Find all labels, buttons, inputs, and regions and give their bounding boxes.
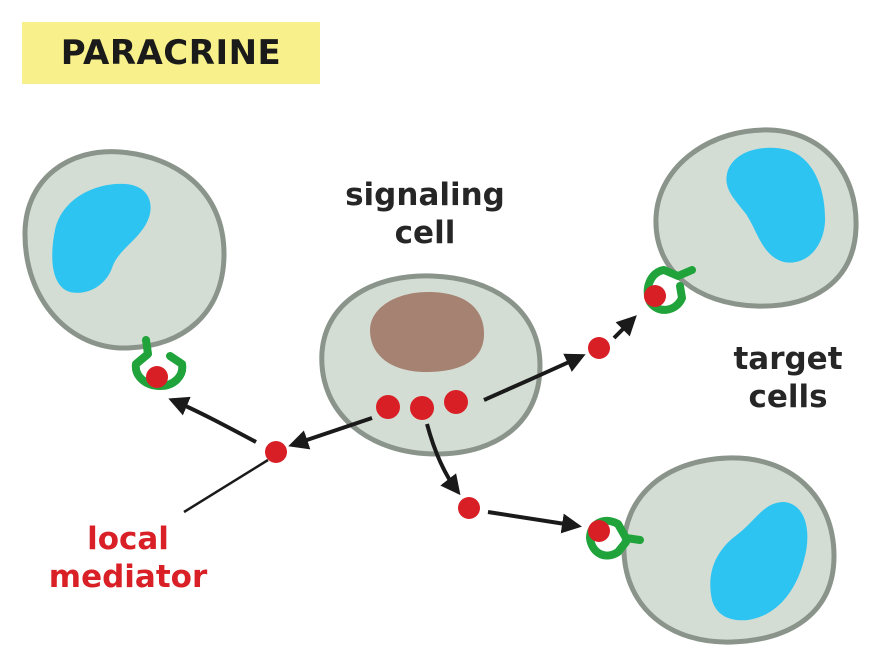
bound-mediator bbox=[588, 520, 610, 542]
arrow-to-bottom-mediator bbox=[425, 423, 461, 496]
free-mediator-bottom bbox=[458, 497, 480, 519]
arrow-to-right-mediator bbox=[483, 353, 586, 402]
bound-mediator bbox=[146, 366, 168, 388]
bound-mediator bbox=[644, 285, 666, 307]
signaling-label-line2: cell bbox=[394, 215, 456, 251]
target-cells-label: target cells bbox=[718, 340, 858, 416]
mediator-molecule bbox=[444, 390, 468, 414]
signaling-label-line1: signaling bbox=[345, 177, 505, 213]
nucleus bbox=[726, 147, 826, 263]
free-mediator-right bbox=[588, 337, 610, 359]
nucleus bbox=[370, 292, 484, 372]
mediator-molecule bbox=[410, 396, 434, 420]
free-mediator-left bbox=[265, 441, 287, 463]
nucleus bbox=[52, 183, 151, 293]
mediator-label-line1: local bbox=[87, 521, 169, 557]
arrow-to-left-mediator bbox=[288, 416, 373, 450]
receptor bbox=[586, 516, 644, 560]
target-label-line2: cells bbox=[748, 379, 828, 415]
local-mediator-label: local mediator bbox=[30, 520, 226, 596]
arrow-to-top-left-cell bbox=[168, 396, 257, 444]
mediator-label-pointer bbox=[183, 458, 269, 514]
target-cell-bottom-right bbox=[621, 455, 837, 645]
signaling-cell-label: signaling cell bbox=[330, 176, 520, 252]
target-cell-top-right bbox=[653, 127, 859, 309]
signaling-cell bbox=[319, 273, 543, 457]
mediator-molecule bbox=[376, 395, 400, 419]
receptor-top-left bbox=[131, 336, 187, 390]
nucleus bbox=[710, 502, 808, 621]
arrow-to-bottom-right-cell bbox=[487, 510, 582, 534]
receptor-top-right bbox=[643, 266, 696, 314]
mediator-label-line2: mediator bbox=[48, 559, 208, 595]
target-label-line1: target bbox=[733, 341, 843, 377]
title-box: PARACRINE bbox=[22, 22, 320, 84]
receptor-bottom-right bbox=[586, 516, 644, 560]
diagram-title: PARACRINE bbox=[60, 33, 282, 73]
target-cell-top-left bbox=[22, 149, 227, 351]
arrow-to-top-right-cell bbox=[612, 315, 637, 340]
